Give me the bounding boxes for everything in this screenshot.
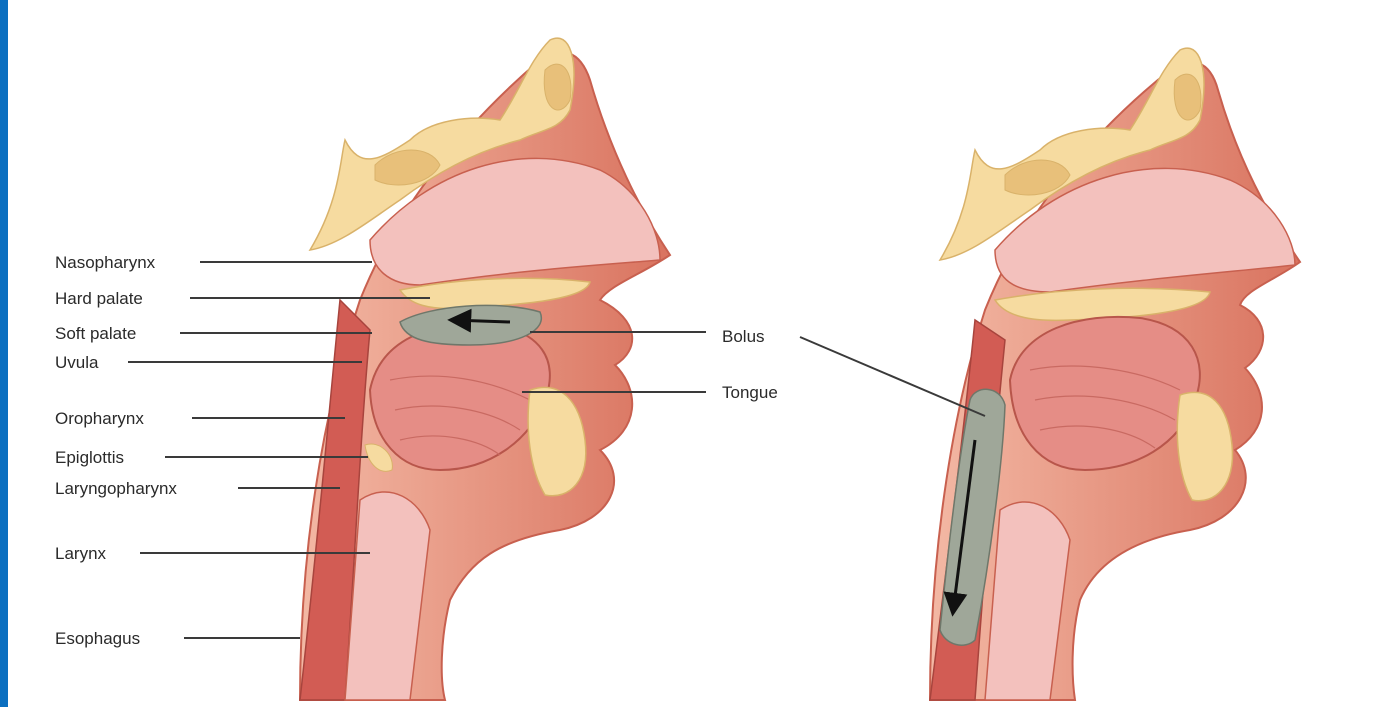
leader-bolus-right: [800, 337, 985, 416]
right-head-section: [930, 48, 1300, 700]
label-esophagus: Esophagus: [55, 629, 140, 648]
right-frontal-sinus: [1174, 74, 1201, 120]
label-uvula: Uvula: [55, 353, 99, 372]
left-bolus-arrow: [452, 320, 510, 322]
left-head-section: [300, 38, 670, 700]
left-frame-border: [0, 0, 8, 707]
label-laryngopharynx: Laryngopharynx: [55, 479, 177, 498]
label-nasopharynx: Nasopharynx: [55, 253, 156, 272]
label-soft-palate: Soft palate: [55, 324, 136, 343]
label-hard-palate: Hard palate: [55, 289, 143, 308]
left-frontal-sinus: [544, 64, 571, 110]
label-larynx: Larynx: [55, 544, 107, 563]
label-tongue: Tongue: [722, 383, 778, 402]
label-bolus: Bolus: [722, 327, 765, 346]
label-epiglottis: Epiglottis: [55, 448, 124, 467]
label-oropharynx: Oropharynx: [55, 409, 144, 428]
